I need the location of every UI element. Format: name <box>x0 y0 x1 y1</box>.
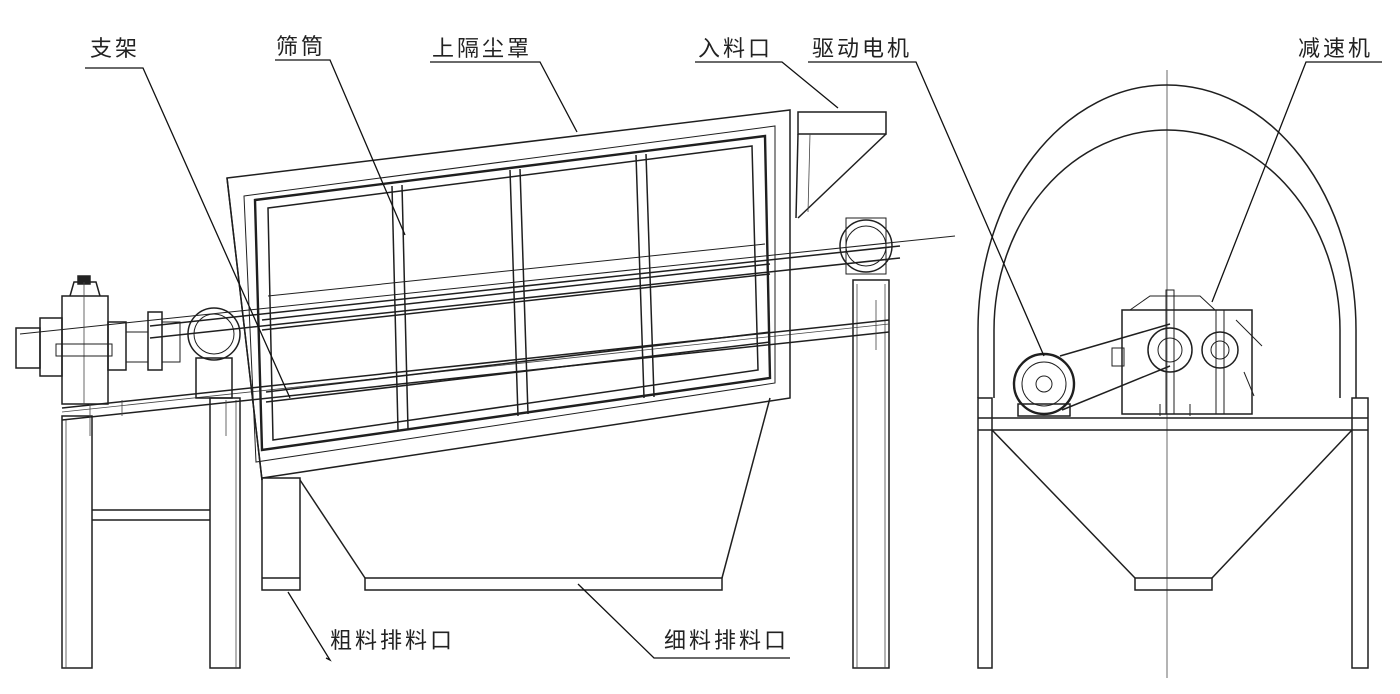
label-drive-motor: 驱动电机 <box>812 37 913 62</box>
left-bearing <box>187 307 241 399</box>
screen-drum <box>253 134 772 452</box>
side-reducer-motor <box>15 275 149 405</box>
right-bearing <box>839 217 893 275</box>
left-support-frame <box>61 397 241 669</box>
end-drive-belt <box>1059 323 1171 411</box>
side-dimension-marks <box>89 300 877 436</box>
end-dust-cover-arc <box>977 84 1357 398</box>
dust-cover <box>226 109 791 481</box>
label-support: 支架 <box>90 37 141 62</box>
side-view <box>15 109 956 669</box>
coarse-outlet-chute <box>261 477 301 591</box>
end-view <box>977 70 1369 678</box>
coupling <box>147 311 181 371</box>
leader-lines <box>85 59 1382 662</box>
inclined-base-beam <box>61 319 890 421</box>
feed-inlet-hopper <box>795 111 887 219</box>
end-drive-motor <box>1012 352 1076 417</box>
end-reducer <box>1111 289 1263 416</box>
label-reducer: 减速机 <box>1298 37 1374 62</box>
label-dust-cover: 上隔尘罩 <box>432 37 533 62</box>
right-support-frame <box>852 279 890 669</box>
label-feed-inlet: 入料口 <box>698 37 774 62</box>
label-coarse-outlet: 粗料排料口 <box>330 629 456 654</box>
label-fine-outlet: 细料排料口 <box>664 629 790 654</box>
end-support-frame <box>977 397 1369 669</box>
end-drum-arc <box>993 129 1341 398</box>
end-collection-hopper <box>991 429 1353 591</box>
label-screen-drum: 筛筒 <box>276 35 327 60</box>
drive-shaft <box>19 235 956 339</box>
fine-outlet-hopper <box>299 397 771 591</box>
